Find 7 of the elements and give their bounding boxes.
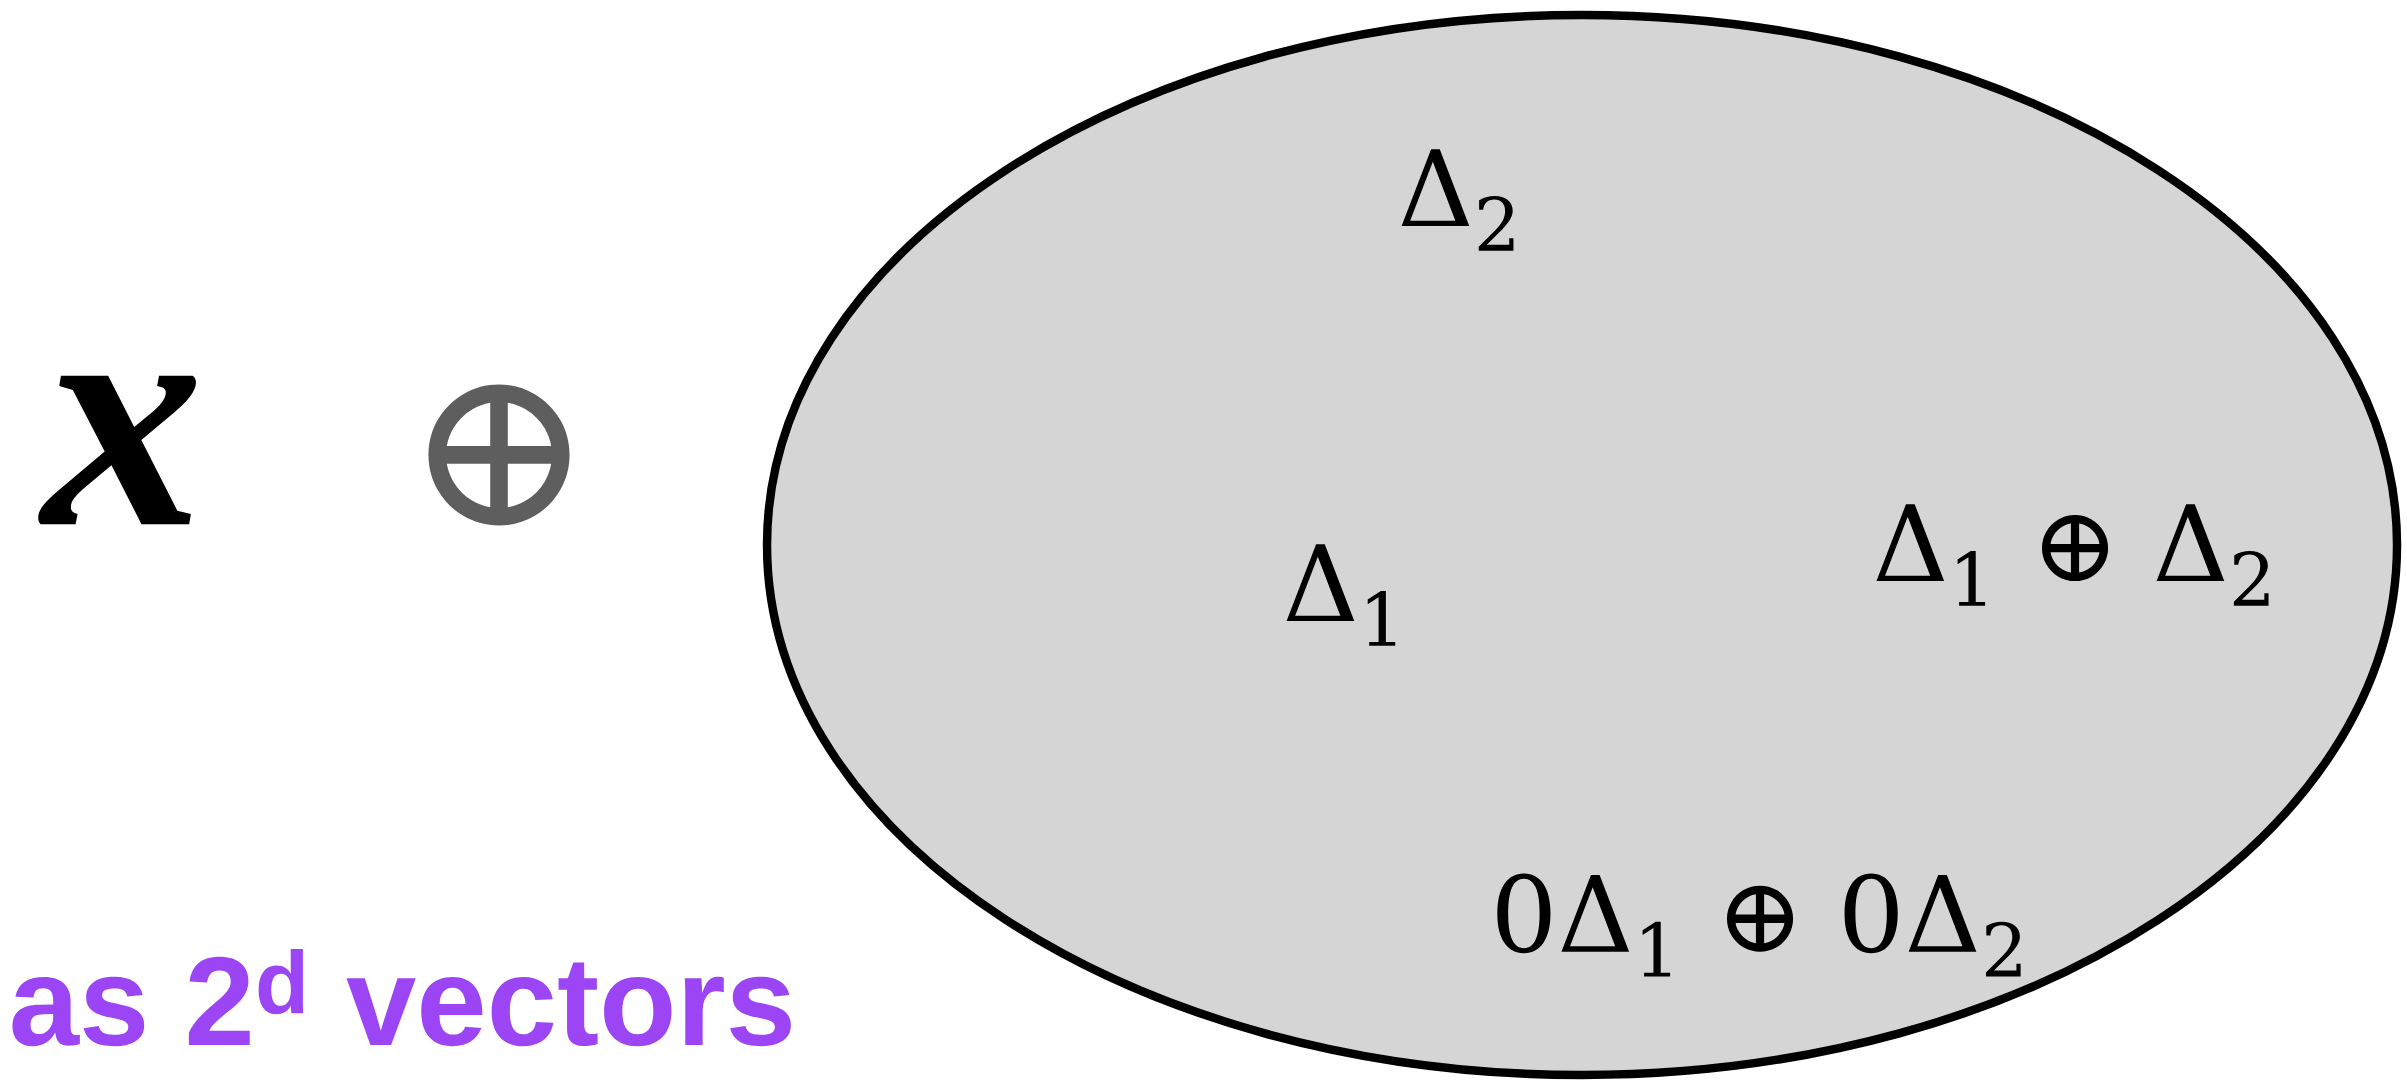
math-label: Δ$_{2}$ [1401, 149, 1514, 251]
math-label: Δ$_{1}$ ⊕ Δ$_{2}$ [1876, 504, 2269, 606]
caption-text: as 2$^{d}$ vectors [12, 949, 791, 1047]
math-label: Δ$_{1}$ [1286, 544, 1396, 646]
math-label: 0Δ$_{1}$ ⊕ 0Δ$_{2}$ [1497, 873, 2021, 977]
operator-symbol: ⊕ [428, 384, 570, 526]
variable-symbol: x [38, 375, 196, 525]
